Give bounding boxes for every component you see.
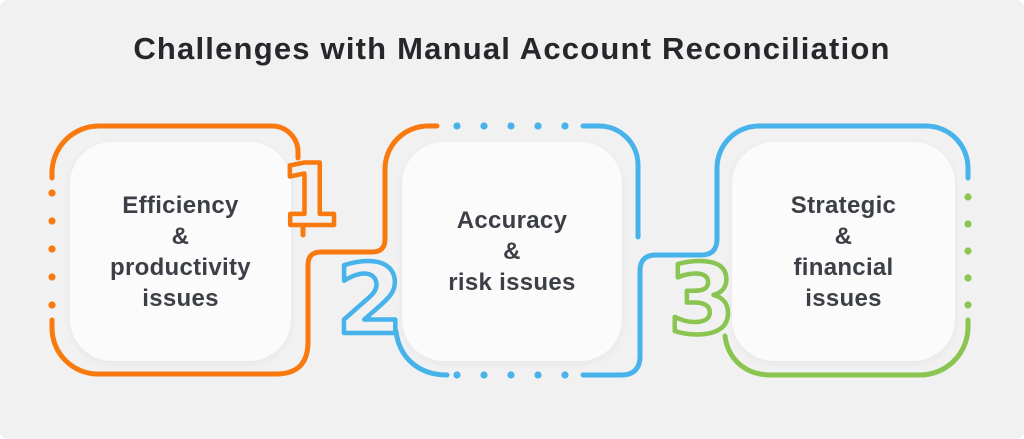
step1-line: Efficiency <box>122 191 239 219</box>
step2-line: & <box>503 238 521 265</box>
step1-line: & <box>171 222 190 250</box>
box2-top-dotted-edge <box>453 122 569 130</box>
box1-left-dotted-edge <box>48 189 56 309</box>
step-card-1: Efficiency & productivity issues <box>70 142 291 361</box>
step-card-2: Accuracy & risk issues <box>402 142 622 361</box>
box2-bottom-dotted-edge <box>453 371 569 379</box>
step2-line: Accuracy <box>456 207 568 234</box>
step-card-3: Strategic & financial issues <box>732 142 955 361</box>
step2-line: risk issues <box>448 269 576 296</box>
page-title: Challenges with Manual Account Reconcili… <box>133 31 891 66</box>
box3-right-dotted-edge <box>964 193 972 309</box>
step3-line: issues <box>805 284 882 312</box>
step1-line: productivity <box>110 253 251 281</box>
step3-number: 3 <box>668 243 736 356</box>
step3-line: & <box>834 222 853 250</box>
step1-line: issues <box>142 284 219 312</box>
step3-line: Strategic <box>790 191 897 219</box>
step3-line: financial <box>793 253 894 281</box>
step2-number: 2 <box>336 243 404 356</box>
